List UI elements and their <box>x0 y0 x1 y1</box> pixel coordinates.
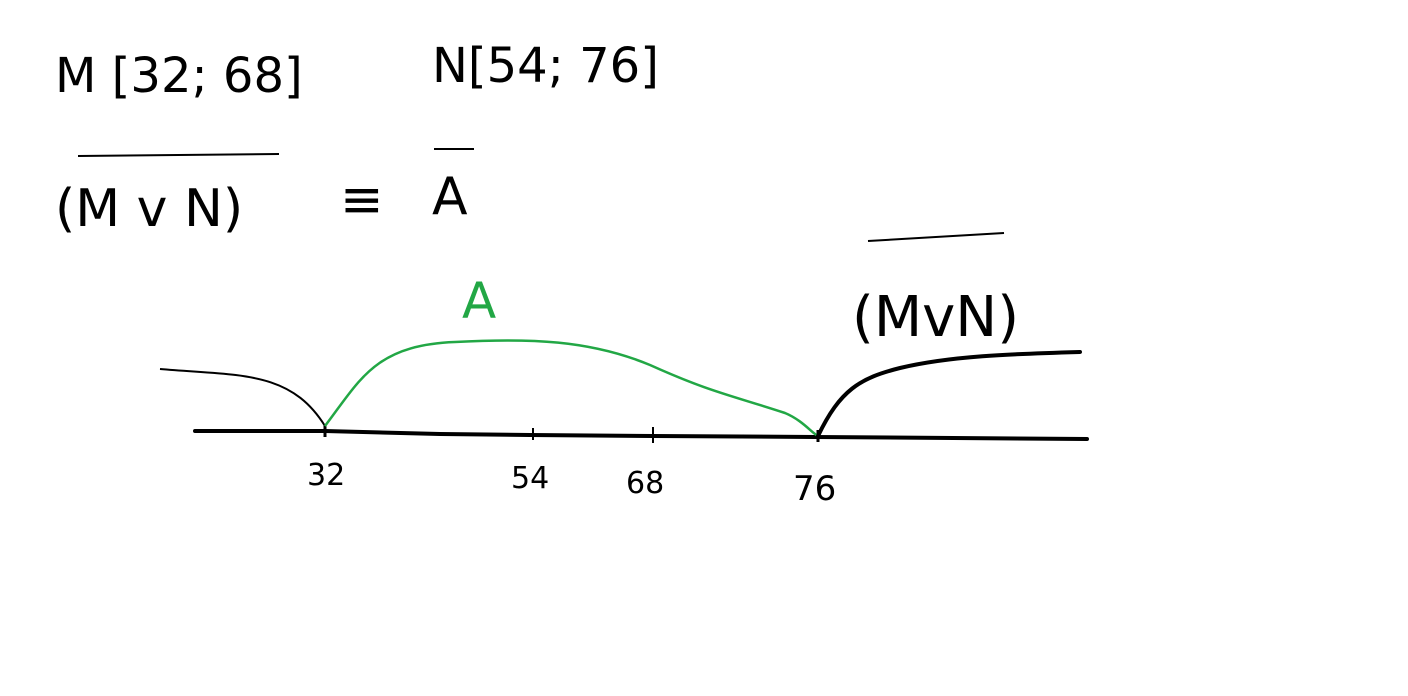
right-complement-arc <box>816 350 1082 438</box>
region-complement-label: (MvN) <box>852 285 1019 350</box>
tick-label-32: 32 <box>307 458 345 493</box>
tick-label-68: 68 <box>626 466 664 501</box>
left-complement-arc <box>159 368 326 427</box>
tick-label-76: 76 <box>793 469 836 509</box>
region-a-label: A <box>462 272 496 330</box>
region-a-arc <box>324 339 819 438</box>
equation-left: (M v N) <box>55 179 243 239</box>
m-set-definition: M [32; 68] <box>55 48 303 104</box>
overline-mvn-label <box>867 232 1005 242</box>
tick-label-54: 54 <box>511 461 549 496</box>
equation-right: A <box>432 167 468 227</box>
number-line <box>193 429 1089 441</box>
overline-m-or-n <box>77 153 280 157</box>
n-set-definition: N[54; 76] <box>432 38 659 94</box>
equation-operator: ≡ <box>340 170 384 230</box>
